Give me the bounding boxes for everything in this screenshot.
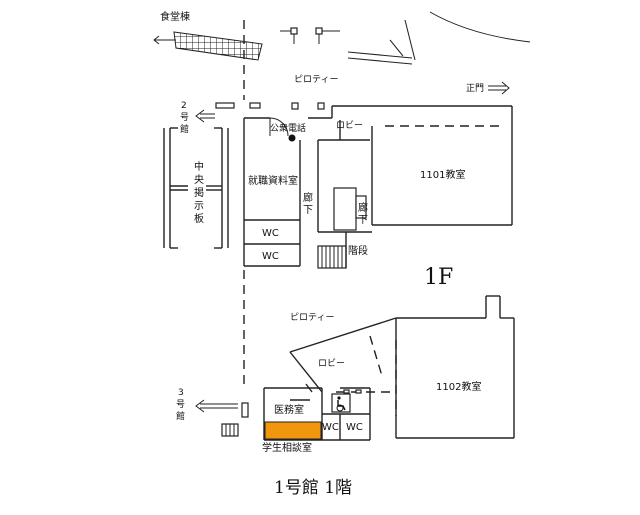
main-gate-arrow (488, 81, 510, 95)
label-room-1101: 1101教室 (420, 168, 465, 181)
label-corridor-right-1: 廊 (358, 201, 368, 214)
label-main-gate: 正門 (466, 83, 484, 94)
label-public-phone: 公衆電話 (270, 122, 306, 134)
label-wc-2: WC (262, 251, 279, 262)
label-corridor-right-2: 下 (358, 215, 368, 226)
lower-building-walls (263, 295, 515, 441)
pillars-lower (221, 402, 249, 437)
label-building2-go: 号 (180, 112, 189, 123)
label-pilotis-bottom: ピロティー (290, 312, 334, 323)
label-building3-kan: 館 (176, 410, 185, 422)
label-corridor-left-2: 下 (303, 205, 313, 216)
building3-arrow (195, 399, 238, 413)
label-building3-num: 3 (178, 388, 184, 398)
gate-wall-2 (347, 51, 413, 59)
floor-label: 1F (424, 265, 453, 290)
pillars-row (215, 102, 325, 110)
label-cafeteria: 食堂棟 (160, 10, 190, 23)
cafeteria-walkway (153, 31, 263, 61)
label-corridor-left-1: 廊 (303, 191, 313, 204)
upper-building-walls (243, 105, 513, 269)
label-bulletin-2: 央 (194, 173, 204, 186)
counseling-room-highlight (264, 421, 322, 440)
label-bulletin-3: 掲 (194, 187, 204, 199)
label-job-room: 就職資料室 (248, 174, 298, 187)
building2-arrow (195, 109, 215, 123)
label-stairs: 階段 (348, 244, 368, 257)
label-bulletin-4: 示 (194, 201, 204, 212)
building-floor-caption: 1号館 1階 (274, 478, 352, 498)
label-wc-4: WC (346, 422, 363, 433)
label-lobby-bottom: ロビー (318, 358, 345, 369)
label-wc-1: WC (262, 228, 279, 239)
pillars-top (280, 27, 340, 44)
label-building2-num: 2 (181, 101, 187, 111)
label-infirmary: 医務室 (274, 403, 304, 416)
label-bulletin-5: 板 (194, 212, 204, 225)
accessible-toilet-icon (331, 393, 351, 413)
phone-icon (288, 134, 296, 142)
road-curve (429, 11, 531, 43)
label-wc-3: WC (322, 422, 339, 433)
central-bulletin-board (163, 127, 229, 249)
label-lobby-top: ロビー (336, 120, 363, 131)
label-room-1102: 1102教室 (436, 380, 481, 393)
label-building3-go: 号 (176, 399, 185, 410)
gate-wall (347, 57, 413, 65)
label-counseling-room: 学生相談室 (262, 441, 312, 454)
label-bulletin-1: 中 (194, 160, 204, 173)
toilet-fixtures (343, 389, 362, 394)
gate-wall-3 (389, 39, 404, 57)
label-pilotis-top: ピロティー (294, 74, 338, 85)
label-building2-kan: 館 (180, 123, 189, 135)
road-edge (404, 19, 416, 61)
